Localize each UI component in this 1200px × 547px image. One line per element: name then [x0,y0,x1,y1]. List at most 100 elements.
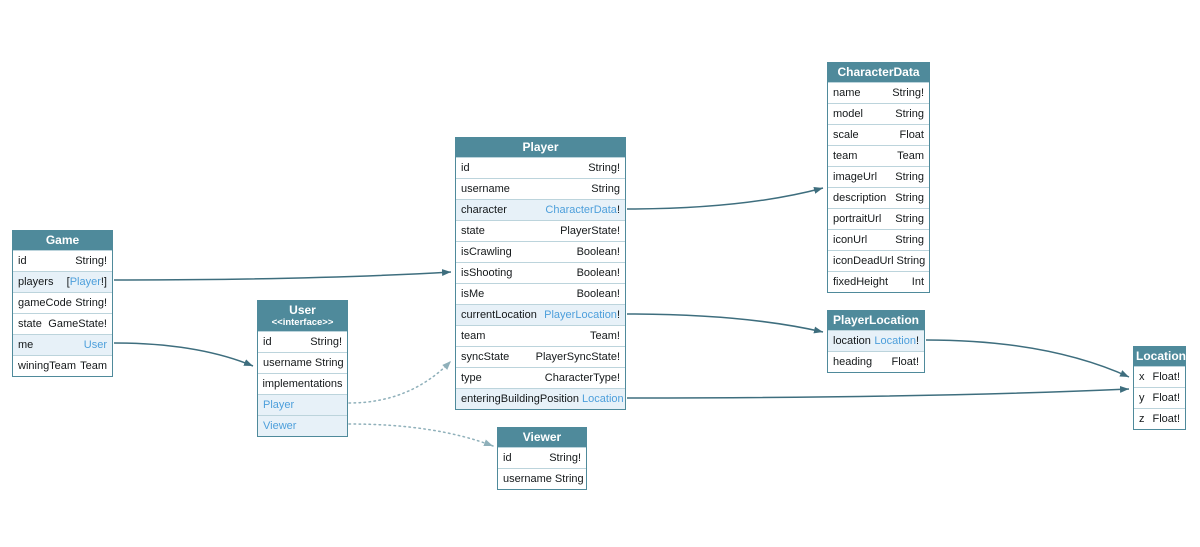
edge-User.Player-to-Player [348,360,452,404]
field-name: name [833,87,861,99]
field-type: User [84,339,107,351]
field-name: iconUrl [833,234,868,246]
type-text: Team [80,360,107,372]
field-type: String! [310,336,342,348]
field-user-implementations: implementations [258,373,347,394]
table-title-text: Game [45,233,80,247]
field-name: gameCode [18,297,72,309]
edge-Game.players-to-Player [113,269,452,281]
type-text: String [895,192,924,204]
field-type: GameState! [48,318,107,330]
field-name: enteringBuildingPosition [461,393,580,405]
type-text: String [895,108,924,120]
field-user-Viewer[interactable]: Viewer [258,415,347,436]
type-text: Team! [590,330,620,342]
type-link[interactable]: Location [874,335,916,347]
field-name: team [461,330,486,342]
type-text: ! [915,335,919,347]
type-text: String! [892,87,924,99]
field-name: iconDeadUrl [833,255,894,267]
field-type: PlayerLocation! [544,309,620,321]
type-text: Boolean! [576,267,620,279]
edge-Player.enteringBuildingPosition-to-Location [626,385,1130,399]
field-type: String! [75,297,107,309]
field-name: description [833,192,887,204]
field-characterdata-name[interactable]: name String! [828,82,929,103]
type-text: String [895,234,924,246]
field-characterdata-description[interactable]: description String [828,187,929,208]
type-link[interactable]: Player [69,276,101,288]
type-link[interactable]: PlayerLocation [544,309,617,321]
field-player-team[interactable]: team Team! [456,325,625,346]
field-player-currentLocation[interactable]: currentLocation PlayerLocation! [456,304,625,325]
field-characterdata-iconUrl[interactable]: iconUrl String [828,229,929,250]
field-name: id [18,255,27,267]
field-name: portraitUrl [833,213,882,225]
field-type: String [895,108,924,120]
field-type: Float! [891,356,919,368]
type-text: PlayerState! [560,225,620,237]
table-title-game: Game [13,231,112,250]
type-text: Boolean! [576,246,620,258]
type-text: String! [75,255,107,267]
type-link[interactable]: Location [582,393,624,405]
field-name: scale [833,129,859,141]
field-name: implementations [262,378,343,390]
field-type: String! [549,452,581,464]
field-type: String [897,255,926,267]
field-name: z [1139,413,1145,425]
table-title-text: Location [1136,349,1186,363]
type-link[interactable]: CharacterData [545,204,617,216]
field-type: Team! [590,330,620,342]
field-user-Player[interactable]: Player [258,394,347,415]
type-text: String [896,255,926,267]
field-game-players[interactable]: players[Player!] [13,271,112,292]
type-text: Team [897,150,924,162]
edge-PlayerLocation.location-to-Location [925,339,1130,378]
field-type: Float! [1152,392,1180,404]
table-title-text: CharacterData [837,65,920,79]
type-link[interactable]: User [83,339,107,351]
field-game-id[interactable]: id String! [13,250,112,271]
field-type: CharacterType! [545,372,620,384]
field-name: currentLocation [461,309,537,321]
field-name: fixedHeight [833,276,889,288]
